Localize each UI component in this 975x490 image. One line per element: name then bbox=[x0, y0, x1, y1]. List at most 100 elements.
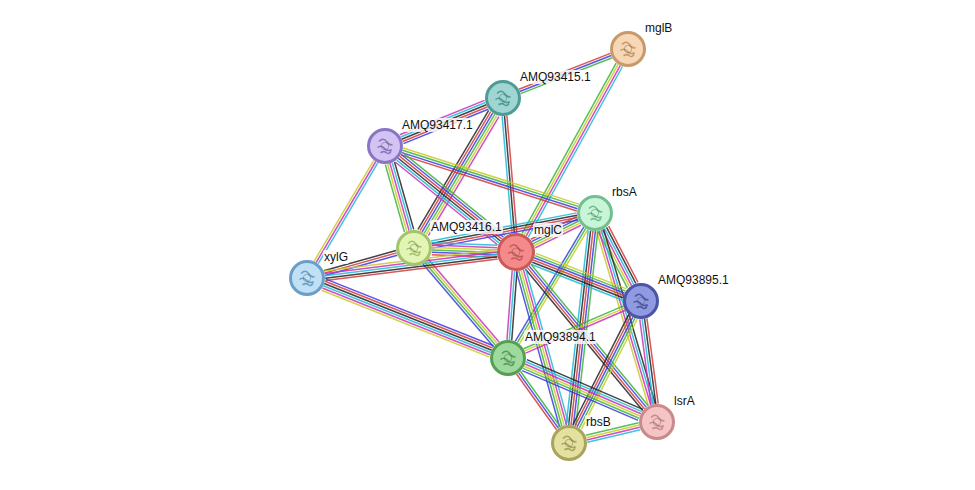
node-label: mglC bbox=[533, 223, 563, 237]
evidence-line bbox=[507, 271, 512, 340]
evidence-line bbox=[401, 103, 486, 137]
protein-circle bbox=[551, 425, 587, 461]
evidence-line bbox=[502, 116, 512, 233]
protein-node: rbsA bbox=[577, 195, 613, 231]
evidence-line bbox=[527, 360, 643, 410]
evidence-line bbox=[520, 56, 611, 92]
evidence-line bbox=[403, 153, 505, 236]
protein-circle bbox=[367, 128, 403, 164]
evidence-line bbox=[523, 368, 639, 418]
evidence-line bbox=[385, 165, 404, 232]
evidence-line bbox=[517, 374, 557, 430]
protein-node: AMQ93416.1 bbox=[396, 230, 432, 266]
evidence-line bbox=[524, 306, 624, 349]
evidence-line bbox=[645, 319, 656, 404]
evidence-line bbox=[522, 371, 638, 421]
node-label: AMQ93415.1 bbox=[519, 70, 592, 84]
structure-icon bbox=[370, 131, 400, 161]
structure-icon bbox=[613, 34, 643, 64]
protein-circle bbox=[289, 260, 325, 296]
evidence-line bbox=[525, 308, 625, 351]
interaction-edge bbox=[385, 162, 413, 232]
evidence-line bbox=[322, 290, 490, 357]
evidence-line bbox=[400, 156, 502, 239]
evidence-line bbox=[402, 105, 487, 139]
protein-circle bbox=[639, 404, 675, 440]
node-label: rbsA bbox=[611, 185, 638, 199]
evidence-line bbox=[400, 100, 485, 134]
protein-node: mglC bbox=[497, 233, 535, 271]
protein-circle bbox=[490, 340, 526, 376]
evidence-line bbox=[528, 66, 622, 237]
evidence-line bbox=[526, 269, 569, 424]
evidence-line bbox=[532, 219, 578, 242]
structure-icon bbox=[292, 263, 322, 293]
evidence-line bbox=[326, 279, 494, 346]
evidence-line bbox=[520, 371, 560, 427]
node-label: lsrA bbox=[673, 394, 696, 408]
protein-circle bbox=[497, 233, 535, 271]
interaction-edge bbox=[502, 116, 517, 234]
structure-icon bbox=[642, 407, 672, 437]
evidence-line bbox=[519, 53, 610, 89]
evidence-line bbox=[518, 373, 558, 429]
evidence-line bbox=[314, 160, 374, 261]
structure-icon bbox=[493, 343, 523, 373]
evidence-line bbox=[402, 153, 578, 209]
node-label: AMQ93894.1 bbox=[524, 330, 597, 344]
structure-icon bbox=[626, 286, 656, 316]
structure-icon bbox=[580, 198, 610, 228]
node-label: xylG bbox=[323, 250, 349, 264]
node-label: AMQ93416.1 bbox=[430, 220, 503, 234]
evidence-line bbox=[318, 163, 378, 264]
protein-node: lsrA bbox=[639, 404, 675, 440]
interaction-edge bbox=[314, 160, 378, 263]
structure-icon bbox=[500, 236, 532, 268]
evidence-line bbox=[401, 155, 503, 238]
protein-node: AMQ93417.1 bbox=[367, 128, 403, 164]
evidence-line bbox=[390, 163, 409, 230]
evidence-line bbox=[533, 221, 579, 244]
evidence-line bbox=[316, 161, 376, 262]
protein-node: AMQ93415.1 bbox=[485, 80, 521, 116]
evidence-line bbox=[532, 262, 623, 297]
interaction-edge bbox=[507, 271, 517, 340]
evidence-line bbox=[642, 319, 653, 404]
protein-node: AMQ93894.1 bbox=[490, 340, 526, 376]
evidence-line bbox=[505, 116, 515, 233]
protein-node: xylG bbox=[289, 260, 325, 296]
node-label: AMQ93895.1 bbox=[657, 273, 730, 287]
evidence-line bbox=[523, 270, 566, 425]
evidence-line bbox=[388, 164, 407, 231]
protein-circle bbox=[610, 31, 646, 67]
protein-circle bbox=[577, 195, 613, 231]
interaction-edge bbox=[522, 360, 643, 421]
evidence-line bbox=[507, 116, 517, 233]
protein-circle bbox=[396, 230, 432, 266]
structure-icon bbox=[488, 83, 518, 113]
interaction-edge bbox=[517, 371, 561, 430]
evidence-line bbox=[325, 281, 493, 348]
node-label: AMQ93417.1 bbox=[401, 118, 474, 132]
evidence-line bbox=[323, 286, 491, 353]
evidence-line bbox=[401, 155, 577, 211]
protein-node: mglB bbox=[610, 31, 646, 67]
evidence-line bbox=[403, 148, 579, 204]
structure-icon bbox=[399, 233, 429, 263]
protein-node: rbsB bbox=[551, 425, 587, 461]
evidence-line bbox=[531, 217, 577, 240]
protein-node: AMQ93895.1 bbox=[623, 283, 659, 319]
interaction-edge bbox=[519, 53, 612, 93]
interaction-edge bbox=[522, 63, 622, 237]
node-label: mglB bbox=[644, 21, 673, 35]
evidence-line bbox=[324, 284, 492, 351]
evidence-line bbox=[322, 288, 490, 355]
protein-circle bbox=[485, 80, 521, 116]
evidence-line bbox=[403, 150, 579, 206]
interaction-edge bbox=[640, 318, 658, 404]
node-label: rbsB bbox=[585, 415, 612, 429]
interaction-edge bbox=[322, 279, 494, 357]
protein-circle bbox=[623, 283, 659, 319]
evidence-line bbox=[640, 319, 651, 404]
